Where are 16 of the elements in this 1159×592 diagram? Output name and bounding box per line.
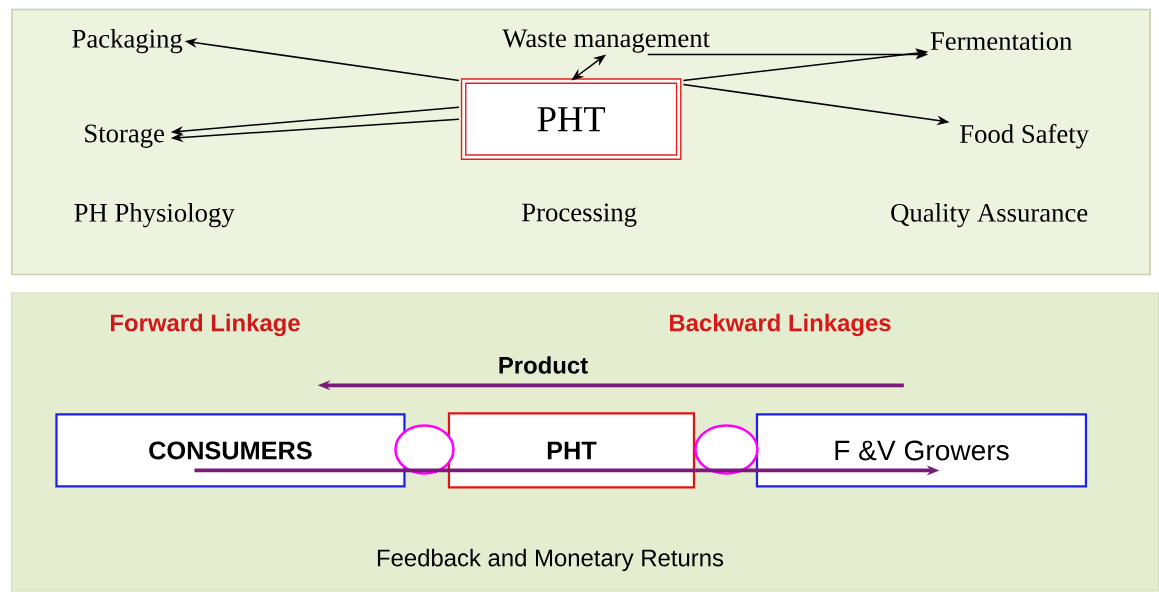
topic-text: Quality Assurance <box>891 203 1088 228</box>
caption-text: Feedback and Monetary Returns <box>377 548 724 572</box>
topic-text: PH Physiology <box>74 203 235 228</box>
heading-text: Backward Linkages <box>670 313 891 337</box>
topic-text: Waste management <box>502 29 710 53</box>
topic-text: Food Safety <box>960 123 1089 149</box>
topic-text: Processing <box>522 203 637 227</box>
link-circle <box>694 424 759 475</box>
topic-text: Packaging <box>72 29 183 54</box>
link-circle <box>394 424 455 475</box>
heading-text: Forward Linkage <box>111 313 300 337</box>
central-box: PHT <box>460 78 682 160</box>
edge-label: Product <box>496 354 590 376</box>
topic-text: Storage <box>85 124 165 148</box>
topic-text: Fermentation <box>930 32 1072 51</box>
panel-background <box>11 8 1151 276</box>
